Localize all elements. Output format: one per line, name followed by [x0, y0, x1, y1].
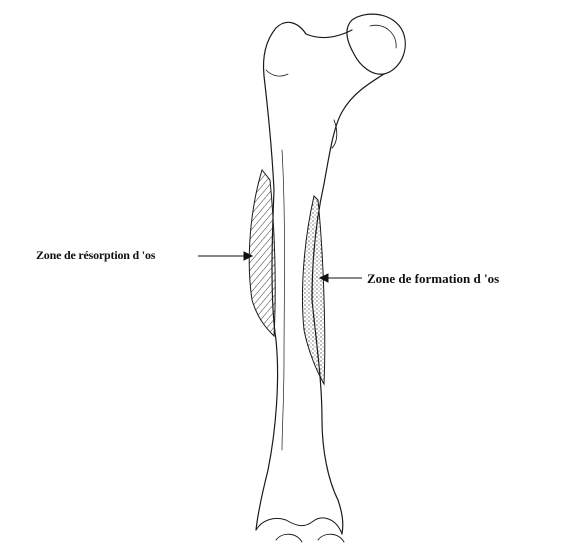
neck-lower-edge: [324, 74, 384, 184]
femur-neck: [264, 22, 353, 76]
resorption-zone: [249, 170, 275, 336]
greater-trochanter-detail: [266, 70, 288, 76]
formation-zone-label: Zone de formation d 'os: [367, 272, 499, 285]
femoral-head-shading: [370, 25, 396, 48]
condyle-right: [318, 534, 344, 542]
resorption-zone-label: Zone de résorption d 'os: [36, 249, 155, 261]
linea-aspera: [282, 150, 285, 450]
distal-condyles: [256, 518, 342, 534]
condyle-left: [276, 534, 302, 542]
formation-zone: [302, 196, 324, 384]
